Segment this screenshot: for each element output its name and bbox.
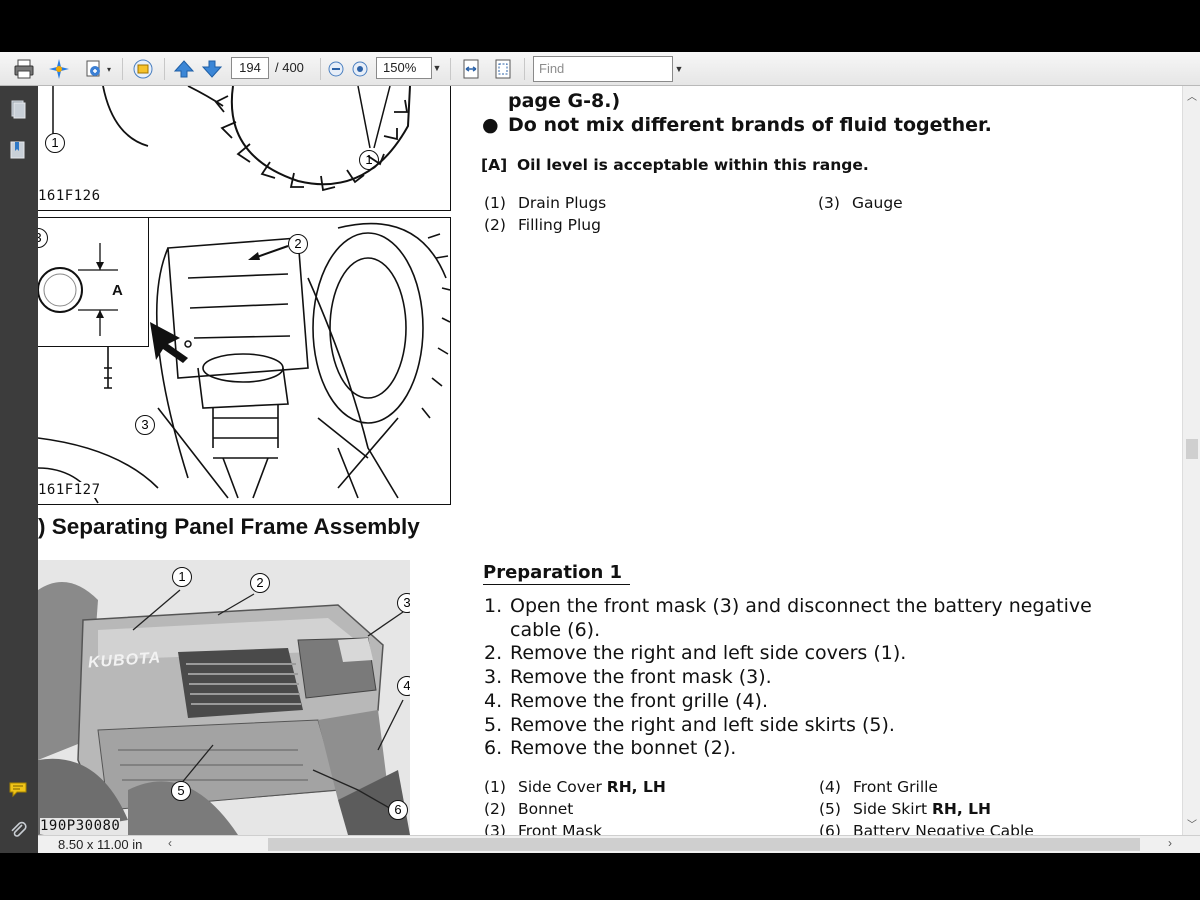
- section-heading: ) Separating Panel Frame Assembly: [38, 514, 420, 539]
- bookmarks-icon[interactable]: [7, 139, 29, 161]
- export-icon[interactable]: ▾: [80, 57, 114, 81]
- figure-code: 161F126: [38, 188, 101, 204]
- note-text: Oil level is acceptable within this rang…: [517, 156, 869, 174]
- tire-illustration: [52, 86, 411, 192]
- step-item: 4.Remove the front grille (4).: [484, 689, 768, 712]
- callout-2: 2: [288, 234, 308, 254]
- figure-tractor-photo: KUBOTA 1 2 3 4 5 6 190P30080: [38, 560, 410, 835]
- zoom-level-select[interactable]: 150%: [376, 57, 432, 79]
- page-total: / 400: [275, 60, 304, 75]
- callout-1b: 1: [359, 150, 379, 170]
- zoom-out-icon[interactable]: [326, 57, 346, 81]
- document-view[interactable]: 1 1 161F126: [38, 86, 1182, 835]
- legend-item: (3)Front Mask: [484, 822, 603, 835]
- bullet-mark: ●: [482, 114, 499, 136]
- horizontal-scrollbar-thumb[interactable]: [268, 838, 1140, 851]
- comments-icon[interactable]: [7, 778, 29, 800]
- find-input[interactable]: Find: [533, 56, 673, 82]
- figure-code: 190P30080: [40, 818, 121, 834]
- page-size-label: 8.50 x 11.00 in: [58, 837, 143, 852]
- find-options-chevron-icon[interactable]: ▼: [674, 64, 684, 74]
- attachments-icon[interactable]: [7, 819, 29, 841]
- chevron-down-icon[interactable]: ▼: [432, 63, 442, 73]
- vertical-scrollbar[interactable]: ︿ ﹀: [1182, 86, 1200, 835]
- legend-item: (5)Side Skirt RH, LH: [819, 800, 991, 818]
- legend-item: (2)Filling Plug: [484, 216, 601, 234]
- next-page-icon[interactable]: [200, 57, 224, 81]
- steps-list: 1.Open the front mask (3) and disconnect…: [484, 595, 1144, 761]
- callout-6: 6: [388, 800, 408, 820]
- legend-item: (1)Drain Plugs: [484, 194, 607, 212]
- scroll-down-icon[interactable]: ﹀: [1187, 820, 1197, 831]
- previous-page-icon[interactable]: [172, 57, 196, 81]
- callout-3: 3: [397, 593, 410, 613]
- step-item: 3.Remove the front mask (3).: [484, 666, 772, 689]
- legend-item: (6)Battery Negative Cable: [819, 822, 1034, 835]
- hydraulic-illustration: [38, 222, 451, 504]
- status-bar: 8.50 x 11.00 in ‹ ›: [38, 835, 1200, 853]
- callout-1: 1: [45, 133, 65, 153]
- fit-width-icon[interactable]: [458, 57, 484, 81]
- print-icon[interactable]: [10, 57, 38, 81]
- navigation-panel: [0, 86, 38, 853]
- step-item: 5.Remove the right and left side skirts …: [484, 713, 895, 736]
- bullet-text: Do not mix different brands of fluid tog…: [508, 114, 992, 136]
- figure-tire-top: 1 1 161F126: [38, 86, 451, 211]
- figure-code: 161F127: [38, 482, 101, 498]
- legend-item: (3)Gauge: [818, 194, 903, 212]
- top-black-band: [0, 0, 1200, 52]
- callout-1: 1: [172, 567, 192, 587]
- tractor-photo-illustration: [38, 560, 410, 835]
- legend-item: (4)Front Grille: [819, 778, 938, 796]
- step-item: 1.Open the front mask (3) and disconnect…: [484, 595, 1092, 641]
- scroll-right-icon[interactable]: ›: [1168, 836, 1172, 850]
- scroll-left-icon[interactable]: ‹: [168, 836, 172, 850]
- pages-icon[interactable]: [7, 98, 29, 120]
- scroll-up-icon[interactable]: ︿: [1187, 92, 1197, 103]
- bottom-black-band: [0, 853, 1200, 900]
- legend-item: (2)Bonnet: [484, 800, 574, 818]
- callout-5: 5: [171, 781, 191, 801]
- callout-2: 2: [250, 573, 270, 593]
- legend-item: (1)Side Cover RH, LH: [484, 778, 666, 796]
- pdf-toolbar: ▾ 194 / 400 150% ▼ Find ▼: [0, 52, 1200, 86]
- step-item: 6.Remove the bonnet (2).: [484, 737, 737, 760]
- scrollbar-thumb[interactable]: [1186, 439, 1198, 459]
- inset-oil-gauge: A 3: [38, 218, 149, 347]
- preparation-title: Preparation 1: [483, 562, 631, 585]
- gauge-detail-illustration: [38, 243, 118, 336]
- share-icon[interactable]: [45, 57, 73, 81]
- review-icon[interactable]: [129, 57, 157, 81]
- fit-page-icon[interactable]: [490, 57, 516, 81]
- partial-text-line: page G-8.): [508, 90, 621, 112]
- dimension-label-a: A: [112, 282, 123, 299]
- callout-4: 4: [397, 676, 410, 696]
- note-label: [A]: [481, 156, 508, 174]
- callout-3: 3: [135, 415, 155, 435]
- page-number-input[interactable]: 194: [231, 57, 269, 79]
- zoom-in-icon[interactable]: [350, 57, 370, 81]
- step-item: 2.Remove the right and left side covers …: [484, 642, 907, 665]
- figure-oil-level: A 3 2 3 161F127: [38, 217, 451, 505]
